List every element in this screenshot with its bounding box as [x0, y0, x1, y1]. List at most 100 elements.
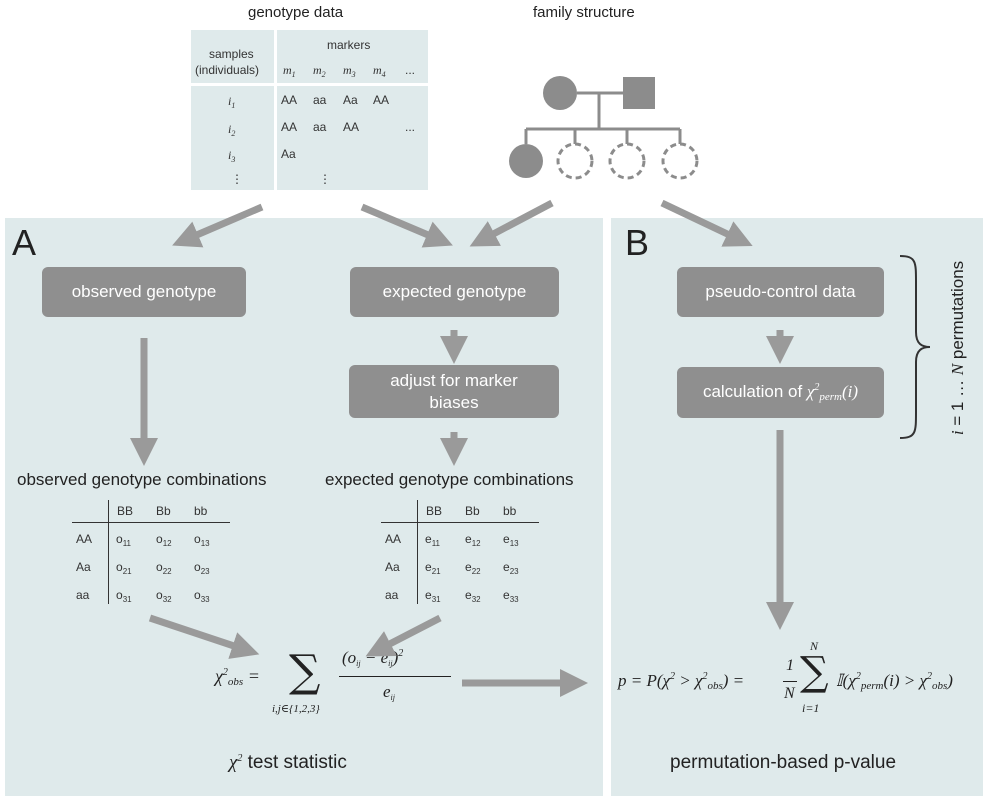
- formula-lhs: χ2obs =: [215, 666, 260, 688]
- marker-header-4: m4: [373, 63, 386, 79]
- table-hline: [381, 522, 539, 523]
- mother-circle-icon: [543, 76, 577, 110]
- calculation-label: calculation of χ2perm(i): [702, 382, 859, 403]
- observed-combinations-title: observed genotype combinations: [17, 470, 267, 489]
- pedigree-diagram: [509, 76, 699, 180]
- expected-cell: e23: [503, 560, 519, 576]
- expected-combinations-title: expected genotype combinations: [325, 470, 574, 489]
- arrow-to-observed: [172, 203, 264, 248]
- arrow-family-to-pseudo: [660, 199, 753, 247]
- expected-cell: e33: [503, 588, 519, 604]
- col-header: Bb: [465, 504, 480, 518]
- observed-cell: o32: [156, 588, 172, 604]
- marker-header-2: m2: [313, 63, 326, 79]
- row-header: AA: [385, 532, 402, 546]
- adjust-biases-line2: biases: [429, 392, 479, 412]
- arrow-expected-table-to-formula: [365, 614, 442, 657]
- marker-header-more: ...: [405, 63, 416, 77]
- expected-cell: e31: [425, 588, 441, 604]
- geno-cell: ...: [405, 120, 416, 134]
- geno-cell: AA: [281, 93, 298, 107]
- arrow-geno-to-expected: [360, 203, 453, 248]
- individual-more: ⋮: [231, 172, 243, 186]
- row-header: Aa: [385, 560, 400, 574]
- col-header: bb: [503, 504, 517, 518]
- expected-cell: e11: [425, 532, 440, 548]
- formula-sum-index: i,j∈{1,2,3}: [272, 703, 320, 715]
- genotype-table-vdivider: [274, 30, 277, 190]
- panel-b-letter: B: [625, 222, 650, 263]
- pseudo-child-circle-icon: [661, 142, 699, 180]
- expected-cell: e21: [425, 560, 441, 576]
- geno-cell: aa: [313, 93, 327, 107]
- pvalue-caption: permutation-based p-value: [670, 752, 897, 773]
- pseudo-child-circle-icon: [608, 142, 646, 180]
- fraction-bar: [339, 676, 451, 677]
- col-header: BB: [426, 504, 443, 518]
- table-vline: [417, 500, 418, 604]
- pvalue-frac-den: N: [784, 685, 795, 702]
- expected-genotype-label: expected genotype: [382, 282, 527, 301]
- chi-square-caption: χ2 test statistic: [229, 752, 347, 773]
- pseudo-child-circle-icon: [556, 142, 594, 180]
- observed-cell: o33: [194, 588, 210, 604]
- family-structure-title: family structure: [533, 4, 635, 21]
- samples-label: samples: [209, 47, 254, 61]
- individual-2: i2: [228, 122, 236, 138]
- observed-cell: o31: [116, 588, 132, 604]
- arrow-observed-table-to-formula: [148, 614, 260, 659]
- row-header: Aa: [76, 560, 91, 574]
- geno-cell: AA: [373, 93, 390, 107]
- affected-child-circle-icon: [509, 144, 543, 178]
- observed-cell: o11: [116, 532, 131, 548]
- pvalue-lhs: p = P(χ2 > χ2obs) =: [618, 671, 745, 692]
- row-header: AA: [76, 532, 93, 546]
- individual-3: i3: [228, 148, 236, 164]
- observed-cell: o12: [156, 532, 172, 548]
- marker-header-3: m3: [343, 63, 356, 79]
- geno-cell: Aa: [281, 147, 296, 161]
- genotype-table-hdivider: [191, 83, 428, 86]
- table-hline: [72, 522, 230, 523]
- father-square-icon: [623, 77, 655, 109]
- row-header: aa: [76, 588, 90, 602]
- pvalue-indicator: 𝕀(χ2perm(i) > χ2obs): [836, 671, 953, 692]
- observed-cell: o13: [194, 532, 210, 548]
- caption-text: test statistic: [247, 752, 347, 773]
- chi-square-formula: χ2obs = ∑ i,j∈{1,2,3} (oij − eij)2 eij: [215, 640, 455, 720]
- table-vline: [108, 500, 109, 604]
- adjust-biases-line1: adjust for marker: [390, 370, 518, 390]
- expected-cell: e22: [465, 560, 481, 576]
- expected-combinations-table: BB Bb bb AA Aa aa e11 e12 e13 e21 e22 e2…: [381, 500, 541, 608]
- individuals-label: (individuals): [195, 63, 260, 77]
- marker-header-1: m1: [283, 63, 296, 79]
- observed-genotype-box: observed genotype: [42, 267, 246, 317]
- markers-label: markers: [327, 38, 371, 52]
- expected-genotype-box: expected genotype: [350, 267, 559, 317]
- geno-cell: Aa: [343, 93, 358, 107]
- observed-combinations-table: BB Bb bb AA Aa aa o11 o12 o13 o21 o22 o2…: [72, 500, 232, 608]
- col-header: Bb: [156, 504, 171, 518]
- pvalue-sum-top: N: [810, 639, 819, 653]
- genotype-table: samples (individuals) markers m1 m2 m3 m…: [191, 30, 428, 190]
- pvalue-fraction-bar: [783, 681, 797, 682]
- expected-cell: e32: [465, 588, 481, 604]
- geno-cell: aa: [313, 120, 327, 134]
- geno-cell: AA: [343, 120, 360, 134]
- genotype-data-title: genotype data: [248, 4, 344, 21]
- row-header: aa: [385, 588, 399, 602]
- adjust-biases-box: adjust for marker biases: [349, 365, 559, 418]
- pseudo-control-label: pseudo-control data: [705, 282, 856, 301]
- pseudo-control-box: pseudo-control data: [677, 267, 884, 317]
- pvalue-formula: p = P(χ2 > χ2obs) = 1 N N ∑ i=1 𝕀(χ2perm…: [614, 639, 984, 725]
- individual-1: i1: [228, 94, 236, 110]
- pvalue-sum-symbol: ∑: [800, 649, 829, 695]
- arrow-family-to-expected: [469, 199, 554, 247]
- observed-cell: o22: [156, 560, 172, 576]
- geno-cell: ⋮: [319, 172, 331, 186]
- observed-cell: o23: [194, 560, 210, 576]
- expected-cell: e12: [465, 532, 481, 548]
- calculation-box: calculation of χ2perm(i): [677, 367, 884, 418]
- col-header: bb: [194, 504, 208, 518]
